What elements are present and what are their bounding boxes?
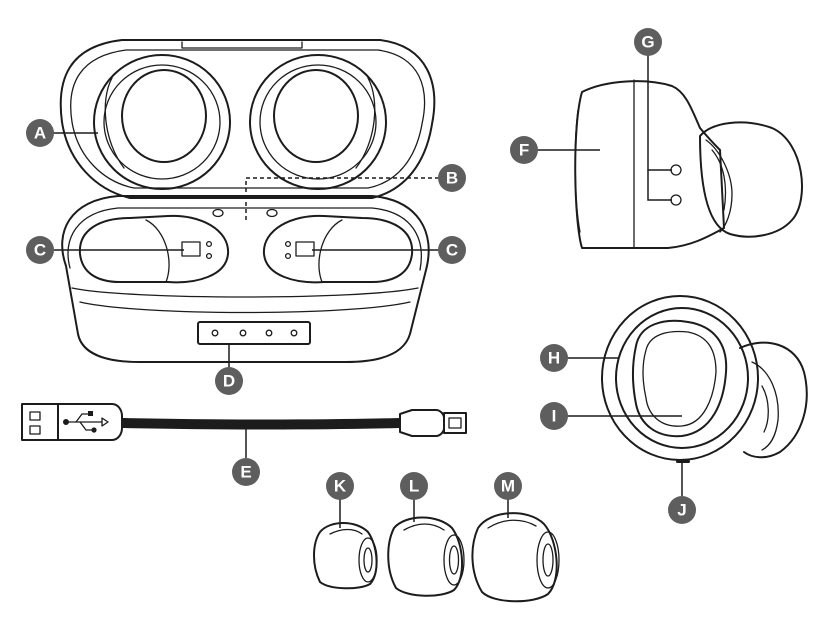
callout-f: F xyxy=(510,136,538,164)
callout-d-label: D xyxy=(223,372,235,391)
callout-k-label: K xyxy=(334,477,347,496)
micro-usb-plug xyxy=(399,409,467,437)
usb-icon xyxy=(63,411,109,433)
earbud-front-view xyxy=(601,295,808,463)
callout-m: M xyxy=(494,472,522,500)
charging-case xyxy=(59,39,436,363)
callout-c-left: C xyxy=(26,236,54,264)
callout-c-left-label: C xyxy=(34,241,46,260)
eartip-large xyxy=(471,512,560,603)
callout-a: A xyxy=(26,119,54,147)
leader-lines xyxy=(52,54,683,528)
callout-c-right: C xyxy=(438,236,466,264)
battery-indicator-lights xyxy=(197,321,311,345)
eartip-medium xyxy=(387,516,465,597)
callout-b: B xyxy=(438,164,466,192)
callout-f-label: F xyxy=(519,141,529,160)
callout-e-label: E xyxy=(240,463,251,482)
callout-d: D xyxy=(215,367,243,395)
callout-i-label: I xyxy=(552,407,557,426)
case-lid xyxy=(59,39,436,199)
callout-h-label: H xyxy=(548,349,560,368)
callout-e: E xyxy=(232,458,260,486)
callout-l: L xyxy=(400,472,428,500)
usb-cable xyxy=(21,403,467,441)
callout-b-label: B xyxy=(446,169,458,188)
callout-m-label: M xyxy=(501,477,515,496)
callout-g-label: G xyxy=(641,33,654,52)
callout-a-label: A xyxy=(34,124,46,143)
callout-c-right-label: C xyxy=(446,241,458,260)
callout-j: J xyxy=(668,496,696,524)
callout-h: H xyxy=(540,344,568,372)
callout-j-label: J xyxy=(677,501,686,520)
callout-l-label: L xyxy=(409,477,419,496)
callout-g: G xyxy=(634,28,662,56)
case-base xyxy=(61,195,430,363)
callout-i: I xyxy=(540,402,568,430)
earbud-side-view xyxy=(574,79,804,249)
callout-k: K xyxy=(326,472,354,500)
eartip-small xyxy=(313,522,378,590)
